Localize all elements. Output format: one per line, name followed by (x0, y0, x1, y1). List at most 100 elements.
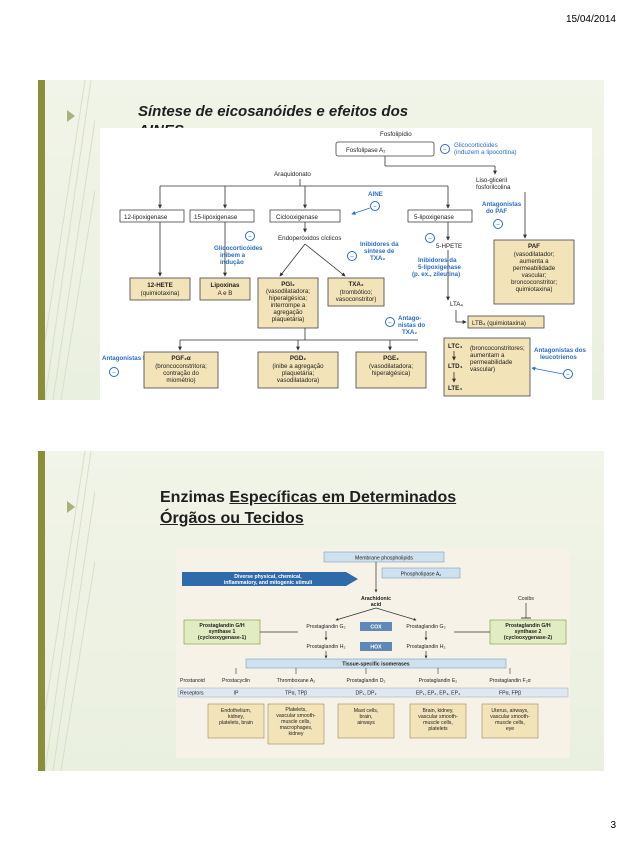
label-antag-leuco: Antagonistas dos (534, 347, 586, 354)
node-araquidonato: Araquidonato (274, 171, 311, 178)
node-pgs1-3: (cyclooxygenase-1) (198, 635, 246, 641)
prostanoid-cell: Thromboxane A₂ (277, 678, 316, 684)
svg-text:−: − (112, 370, 116, 377)
label-coxibs: Coxibs (518, 596, 534, 602)
hete-desc: (quimiotaxina) (141, 290, 180, 297)
label-glico-mid-3: indução (220, 259, 244, 266)
txa2-desc: vasoconstritor) (336, 296, 377, 303)
paf-desc: quimiotaxina) (516, 286, 553, 293)
tissue-cell: muscle cells, (423, 720, 453, 726)
node-endoperoxidos: Endoperóxidos cíclicos (278, 235, 341, 242)
node-5-hpete: 5-HPETE (436, 243, 462, 250)
svg-text:−: − (428, 236, 432, 243)
title-line: Síntese de eicosanóides e efeitos dos (138, 103, 409, 120)
decorative-arrows-icon (45, 451, 95, 771)
label-inib-txa-3: TXA₂ (370, 255, 385, 262)
tissue-cell: Uterus, airways, (491, 708, 528, 714)
tissue-cell: kidney, (228, 714, 244, 720)
pgi2-desc: plaquetária) (272, 316, 305, 323)
node-pgs2-2: synthase 2 (515, 629, 542, 635)
pgi2-desc: hiperalgésica; (269, 295, 307, 302)
receptor-cell: EP₁, EP₂, EP₃, EP₄ (416, 691, 460, 697)
row-label-prostanoid: Prostanoid (180, 678, 205, 684)
lt-desc: (broncoconstritores; (470, 345, 525, 352)
accent-bar (38, 451, 45, 771)
pge2-desc: hiperalgésica) (372, 370, 411, 377)
pgd2-desc: vasodilatadora) (277, 377, 319, 384)
prostanoid-cell: Prostacyclin (222, 678, 250, 684)
tissue-cell: eye (506, 726, 514, 732)
pgf2a-desc: (broncoconstritora; (155, 363, 207, 370)
label-stimuli-2: inflammatory, and mitogenic stimuli (224, 580, 313, 586)
node-arachidonic: Arachidonic (361, 596, 391, 602)
slide-eicosanoid-synthesis: Síntese de eicosanóides e efeitos dos AI… (38, 80, 604, 400)
pgf2a-desc: contração do (163, 370, 199, 377)
prostanoid-cell: Prostaglandin E₂ (419, 678, 458, 684)
row-label-receptors: Receptors (180, 691, 204, 697)
svg-text:−: − (248, 234, 252, 241)
label-antag-pg: Antagonistas PG (102, 355, 152, 362)
pgi2-desc: agregação (273, 309, 303, 316)
node-fosfolipidio: Fosfolipídio (380, 131, 412, 138)
node-lipoxinas: Lipoxinas (211, 282, 240, 289)
tissue-cell: platelets, brain (219, 720, 253, 726)
node-pgd2: PGD₂ (290, 355, 306, 362)
lt-desc: permeabilidade (470, 359, 513, 366)
label-hox: HOX (370, 645, 382, 651)
label-antag-leuco-2: leucotrienos (540, 354, 577, 361)
node-fosfolipase: Fosfolipase A₂ (346, 147, 386, 154)
page-date: 15/04/2014 (565, 14, 616, 25)
pgi2-desc: interrompe a (271, 302, 306, 309)
node-pgs2-3: (cyclooxygenase-2) (504, 635, 552, 641)
pgd2-desc: plaquetária; (282, 370, 315, 377)
slide-title: Enzimas Específicas em Determinados Órgã… (160, 487, 580, 529)
node-lte4: LTE₄ (448, 385, 462, 392)
title-line: Enzimas Específicas em Determinados (160, 487, 580, 508)
node-pgg2-right: Prostaglandin G₂ (406, 624, 445, 630)
prostanoid-cell: Prostaglandin D₂ (347, 678, 386, 684)
svg-text:−: − (496, 222, 500, 229)
accent-bar (38, 80, 45, 400)
label-inib-txa-2: síntese de (364, 248, 395, 255)
tissue-cell: muscle cells, (495, 720, 525, 726)
node-txa2: TXA₂ (348, 281, 363, 288)
label-antag-txa-2: nistas do (398, 322, 425, 329)
node-paf: PAF (528, 243, 540, 250)
tissue-cell: platelets (428, 726, 448, 732)
lt-desc: vascular) (470, 366, 495, 373)
node-pgh2-left: Prostaglandin H₂ (307, 644, 346, 650)
label-antag-paf-sub: do PAF (486, 208, 507, 215)
label-inib-5lip-3: (p. ex., zileutina) (412, 271, 460, 278)
receptor-cell: FPα, FPβ (499, 691, 521, 697)
node-pgs2: Prostaglandin G/H (505, 623, 551, 629)
node-ciclooxigenase: Ciclooxigenase (276, 214, 319, 221)
node-isomerases: Tissue-specific isomerases (342, 662, 409, 668)
label-aine: AINE (368, 191, 383, 198)
pgi2-desc: (vasodilatadora; (266, 288, 310, 295)
page-number: 3 (610, 820, 616, 831)
node-fosforilcolina: fosforilcolina (476, 184, 511, 191)
node-pgh2-right: Prostaglandin H₂ (407, 644, 446, 650)
txa2-desc: (trombótico; (340, 289, 373, 296)
svg-text:−: − (350, 254, 354, 261)
svg-text:−: − (566, 372, 570, 379)
paf-desc: broncoconstritor; (511, 279, 557, 286)
tissue-cell: vascular smooth- (418, 714, 458, 720)
node-liso-gliceril: Liso-gliceril (476, 177, 507, 184)
label-antag-txa-3: TXA₂ (402, 329, 417, 336)
node-ltc4: LTC₄ (448, 343, 463, 350)
node-arachidonic-2: acid (371, 602, 381, 608)
label-glico-top-sub: (induzem a lipocortina) (454, 149, 517, 156)
node-pge2: PGE₂ (383, 355, 399, 362)
node-pgs1: Prostaglandin G/H (199, 623, 245, 629)
node-ltd4: LTD₄ (448, 363, 463, 370)
label-glico-mid: Glicocorticóides (214, 245, 263, 252)
tissue-cell: Platelets, (285, 707, 306, 713)
title-underlined: Específicas em Determinados (229, 489, 457, 506)
label-stimuli: Diverse physical, chemical, (234, 574, 302, 580)
pgf2a-desc: miométrio) (166, 377, 195, 384)
node-pgi2: PGI₂ (281, 281, 295, 288)
tissue-cell: airways (357, 720, 375, 726)
label-inib-txa: Inibidores da (360, 241, 399, 248)
paf-desc: (vasodilatador; (514, 251, 555, 258)
